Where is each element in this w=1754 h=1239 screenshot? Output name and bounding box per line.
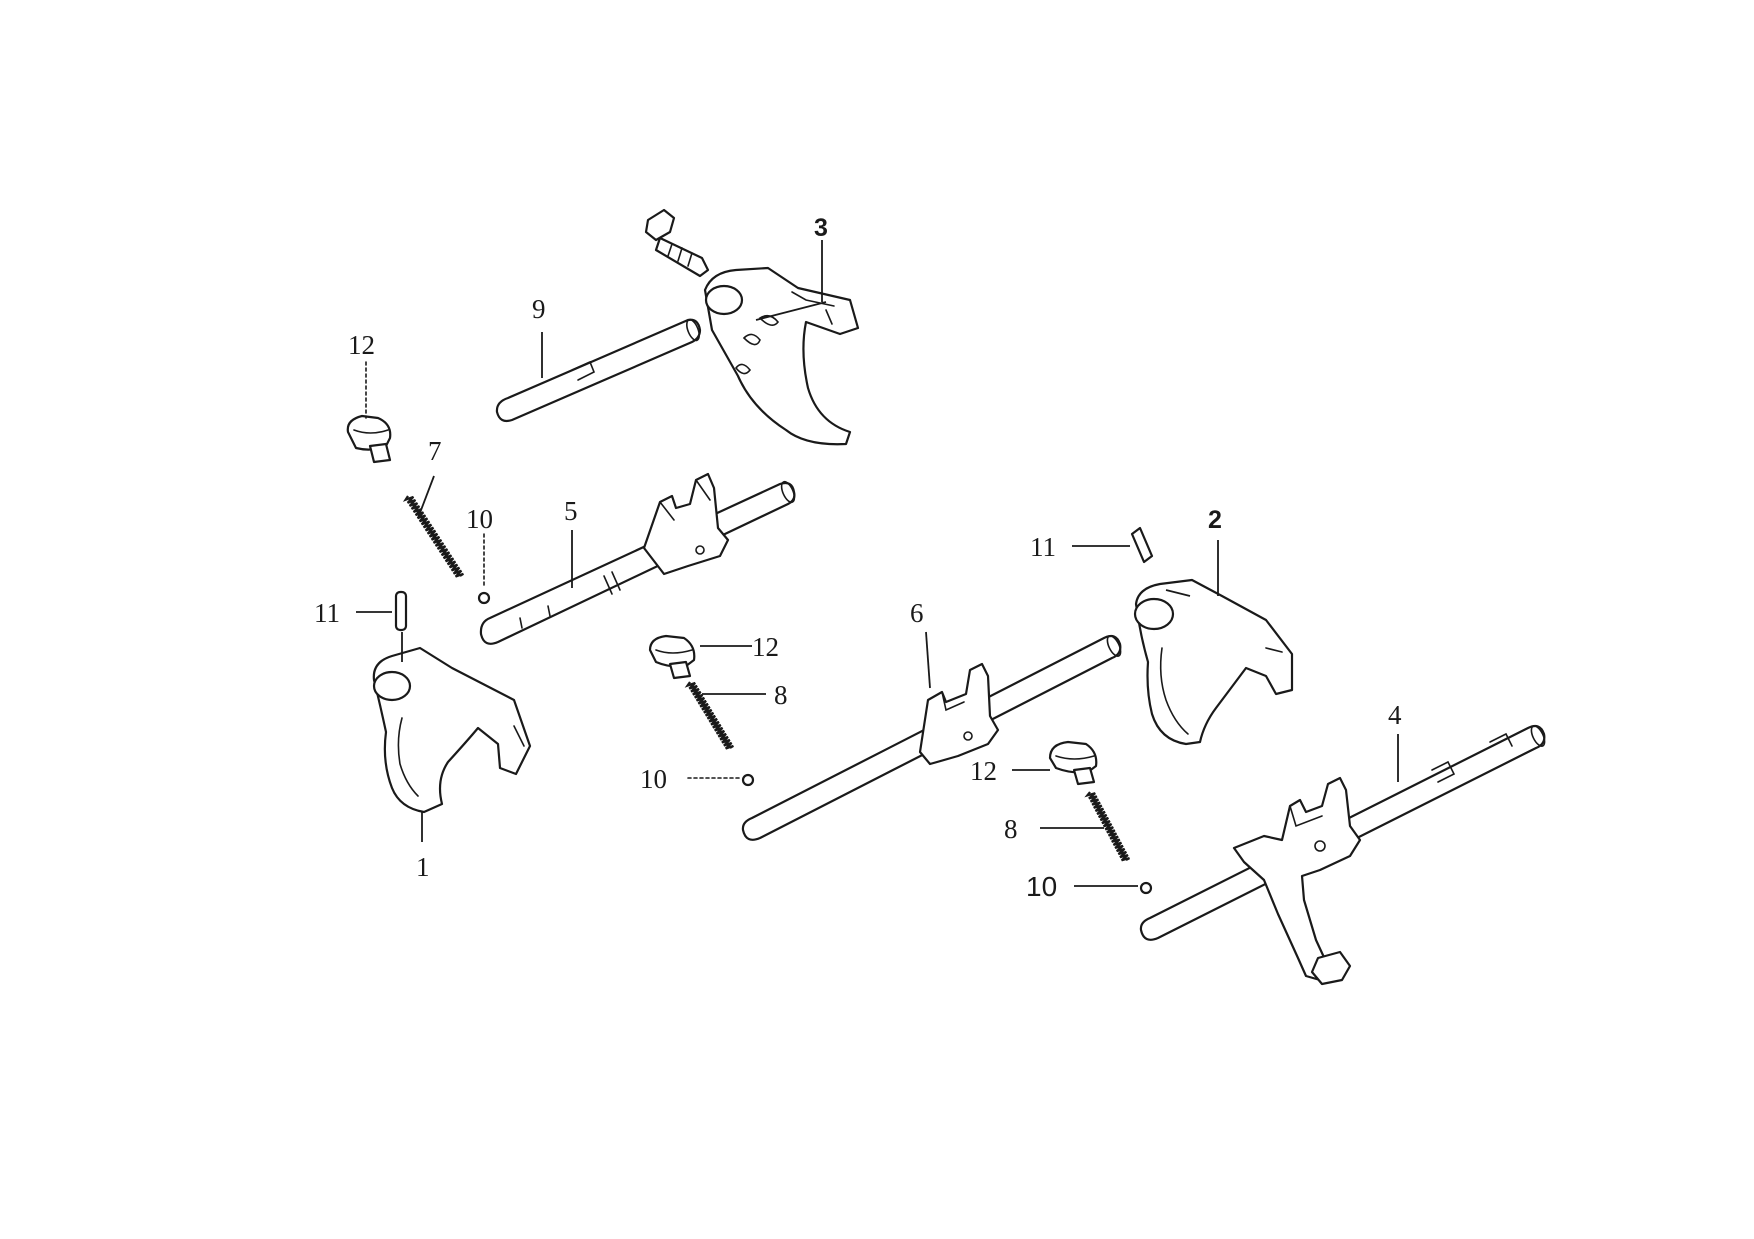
spring-8-middle xyxy=(684,681,734,750)
pin-11-left xyxy=(394,590,408,632)
callout-4: 4 xyxy=(1388,700,1402,730)
ball-10-middle xyxy=(741,773,755,787)
callout-5: 5 xyxy=(564,496,578,526)
shift-fork-1 xyxy=(372,646,532,814)
callout-11-left: 11 xyxy=(314,598,340,628)
pin-11-right xyxy=(1130,526,1154,564)
ball-10-right xyxy=(1139,881,1153,895)
shift-shaft-6 xyxy=(741,634,1122,841)
callout-3: 3 xyxy=(814,214,828,242)
callout-8-right: 8 xyxy=(1004,814,1018,844)
callout-10-middle: 10 xyxy=(640,764,667,794)
leader-lines xyxy=(356,240,1399,887)
callout-10-right: 10 xyxy=(1026,871,1057,902)
shift-shaft-5 xyxy=(479,472,796,645)
plug-bolt-12-right xyxy=(1048,740,1098,786)
shift-shaft-4 xyxy=(1139,724,1546,986)
callout-1: 1 xyxy=(416,852,430,882)
callout-9: 9 xyxy=(532,294,546,324)
shift-shaft-9 xyxy=(495,318,702,423)
bolt xyxy=(644,208,710,278)
callout-6: 6 xyxy=(910,598,924,628)
spring-7 xyxy=(402,495,464,578)
ball-10-left xyxy=(477,591,491,605)
callout-12-right: 12 xyxy=(970,756,997,786)
callout-12-middle: 12 xyxy=(752,632,779,662)
shift-fork-3 xyxy=(703,266,860,446)
plug-bolt-12-left xyxy=(346,414,392,464)
callout-12-left: 12 xyxy=(348,330,375,360)
callout-10-left: 10 xyxy=(466,504,493,534)
callout-labels: 12 7 10 5 9 3 11 1 12 8 10 6 11 2 12 8 1… xyxy=(314,214,1402,902)
callout-8-middle: 8 xyxy=(774,680,788,710)
spring-8-right xyxy=(1084,791,1131,862)
shift-fork-2 xyxy=(1133,578,1294,746)
plug-bolt-12-middle xyxy=(648,634,696,680)
callout-11-right: 11 xyxy=(1030,532,1056,562)
callout-2: 2 xyxy=(1208,506,1222,534)
callout-7: 7 xyxy=(428,436,442,466)
